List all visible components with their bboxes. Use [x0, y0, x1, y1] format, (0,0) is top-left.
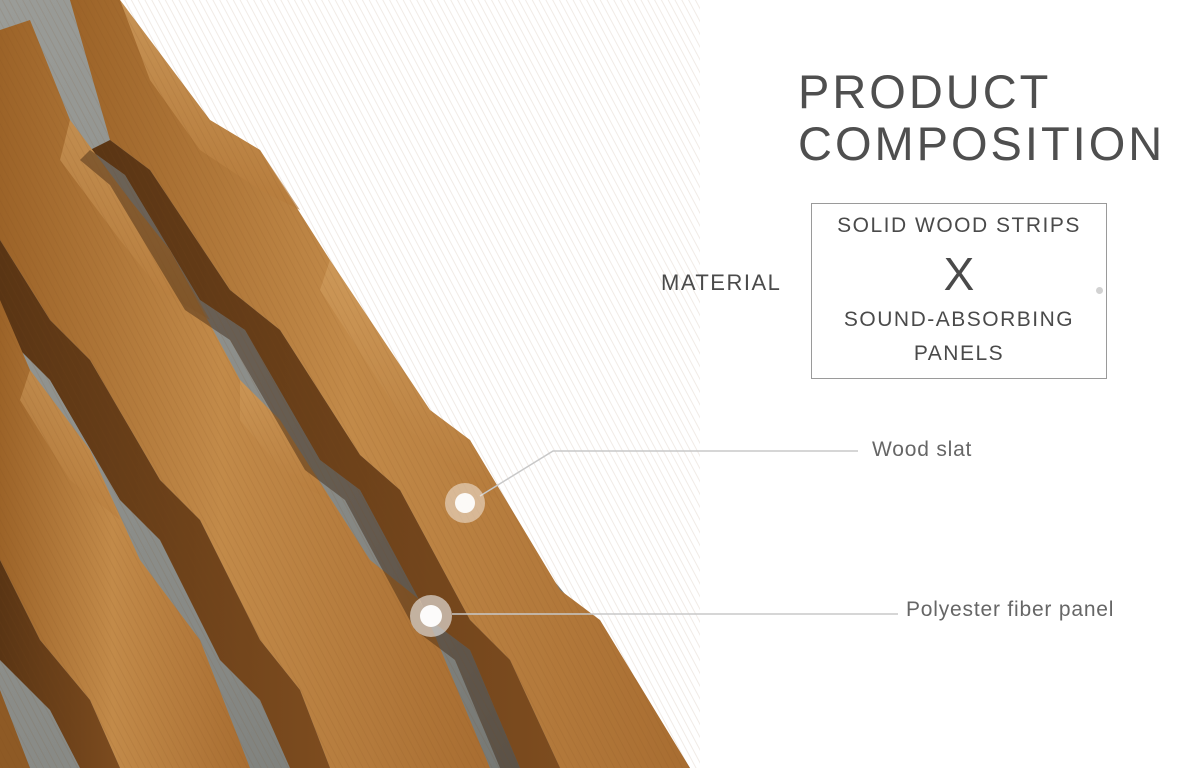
material-box: SOLID WOOD STRIPS X SOUND-ABSORBING PANE… — [811, 203, 1107, 379]
wood-slat-leader-line — [479, 450, 858, 497]
polyester-panel-label: Polyester fiber panel — [906, 598, 1115, 621]
wood-slat-marker — [445, 483, 485, 523]
title-line-1: PRODUCT — [798, 65, 1052, 118]
polyester-marker — [410, 595, 452, 637]
material-line-1: SOLID WOOD STRIPS — [837, 214, 1081, 237]
wood-slat-label: Wood slat — [872, 438, 973, 461]
title-line-2: COMPOSITION — [798, 117, 1166, 170]
material-line-2: SOUND-ABSORBING — [843, 308, 1075, 331]
page-title: PRODUCT COMPOSITION — [798, 66, 1165, 170]
material-label: MATERIAL — [661, 270, 782, 295]
decorative-dot — [1096, 287, 1103, 294]
wood-slats — [0, 0, 700, 768]
material-separator: X — [943, 248, 975, 300]
material-line-3: PANELS — [913, 342, 1005, 365]
